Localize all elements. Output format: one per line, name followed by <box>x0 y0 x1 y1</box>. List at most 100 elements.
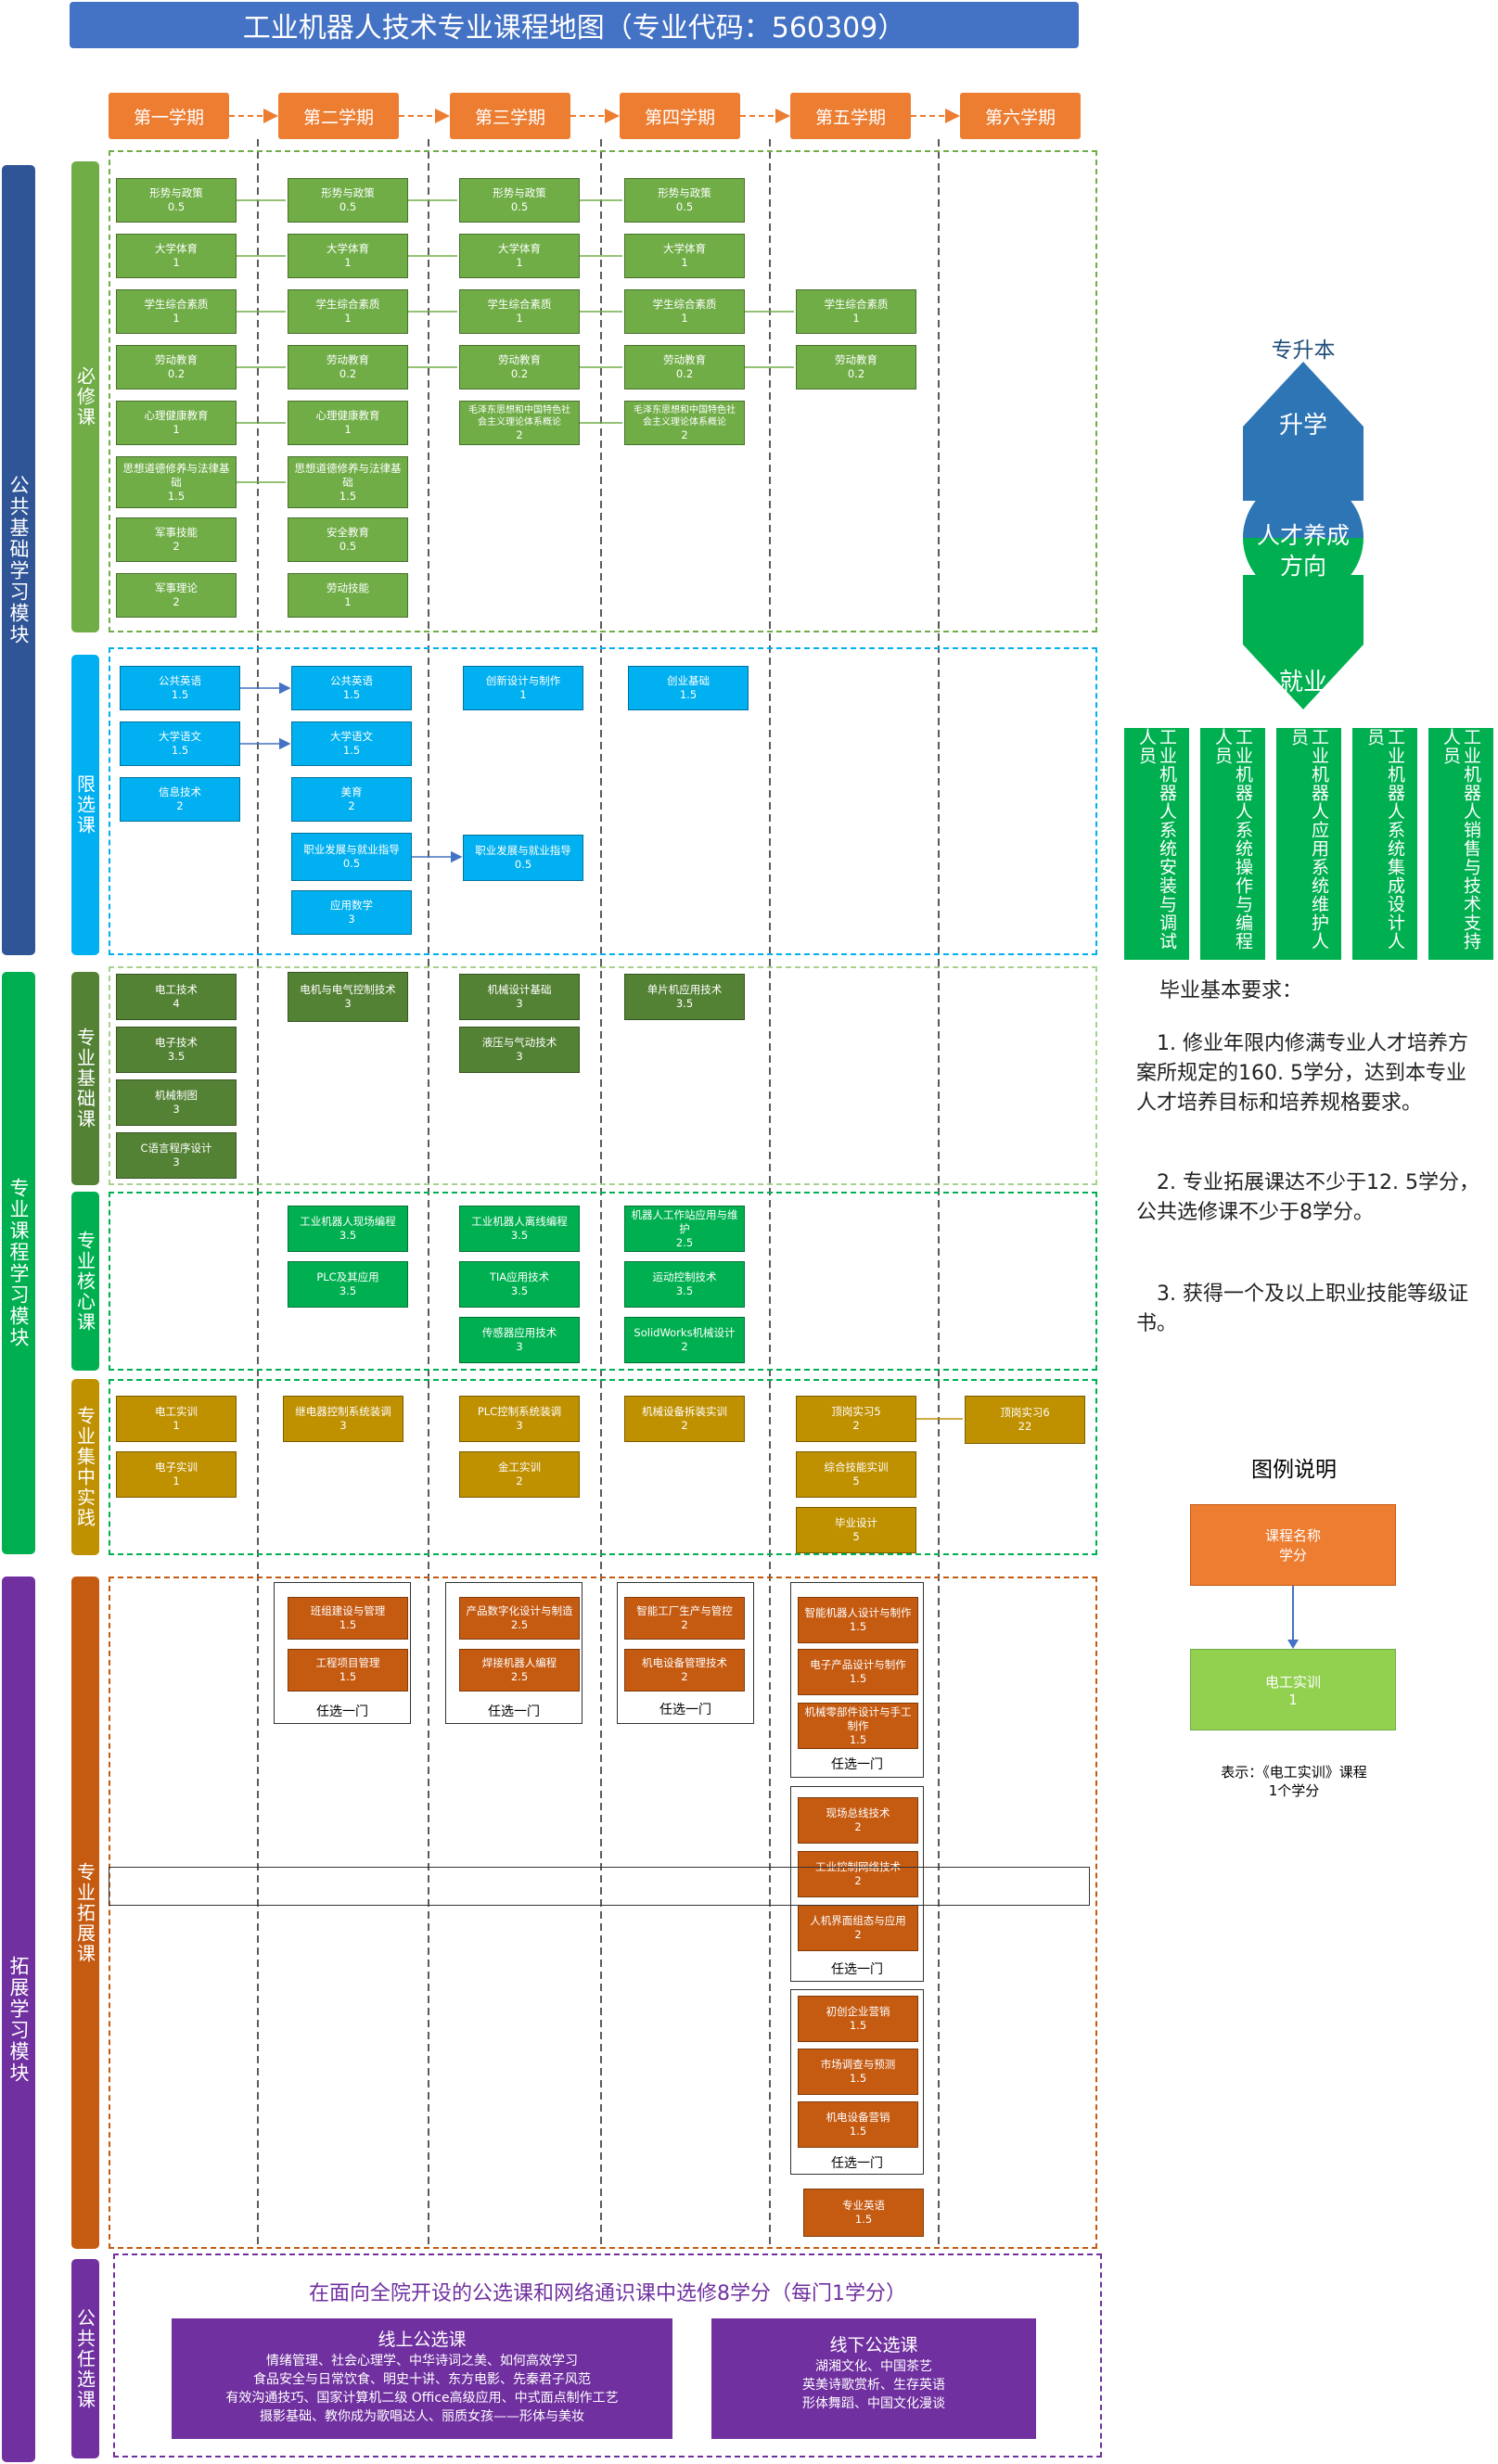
online-elective-list: 情绪管理、社会心理学、中华诗词之美、如何高效学习食品安全与日常饮食、明史十讲、东… <box>172 2352 672 2426</box>
course-name: 美育 <box>340 785 363 798</box>
course-name: 大学体育 <box>663 242 706 255</box>
course-credit: 1.5 <box>171 688 189 701</box>
course-name: 军事理论 <box>155 581 198 594</box>
course-credit: 5 <box>852 1530 860 1543</box>
course-name: 应用数学 <box>330 899 373 912</box>
course-name: 机械设备拆装实训 <box>642 1405 727 1418</box>
course-credit: 1 <box>173 1475 180 1487</box>
course-credit: 3.5 <box>167 1050 186 1063</box>
course-name: 大学体育 <box>498 242 541 255</box>
course-name: 职业发展与就业指导 <box>475 844 571 857</box>
semester-header-6: 第六学期 <box>960 93 1081 139</box>
legend-course-credit: 学分 <box>1278 1547 1307 1564</box>
course-name: 继电器控制系统装调 <box>295 1405 391 1418</box>
frame-prof-basic <box>109 966 1097 1185</box>
course-credit: 2 <box>852 1419 860 1432</box>
offline-elective-line: 湖湘文化、中国茶艺 <box>815 2359 932 2374</box>
course-credit: 2 <box>681 428 688 441</box>
course-name: 公共英语 <box>330 674 373 687</box>
